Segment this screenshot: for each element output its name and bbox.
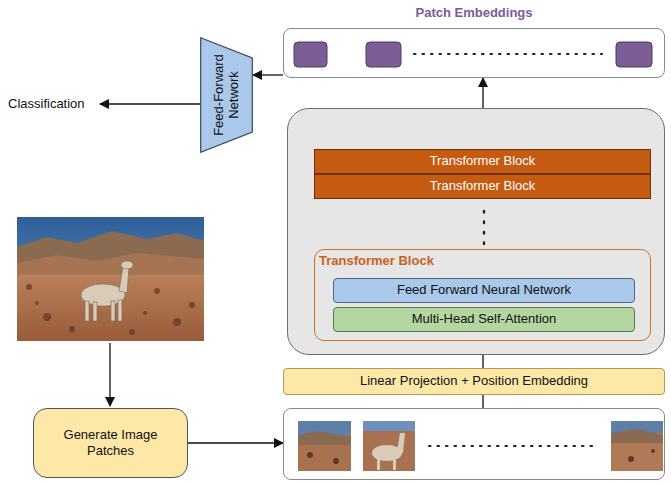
connector bbox=[253, 74, 283, 75]
connector bbox=[482, 395, 483, 408]
output-label: Classification bbox=[8, 96, 85, 111]
transformer-block: Transformer Block bbox=[314, 174, 651, 199]
encoder-container: Transformer BlockTransformer BlockTransf… bbox=[287, 108, 665, 355]
node-text: Multi-Head Self-Attention bbox=[412, 311, 557, 327]
process-box: Generate Image Patches bbox=[33, 408, 188, 478]
embedding-box: Patch Embeddings bbox=[283, 28, 665, 78]
node-text: Linear Projection + Position Embedding bbox=[360, 373, 588, 389]
connector bbox=[482, 355, 483, 368]
node-text: Transformer Block bbox=[430, 178, 536, 194]
connector bbox=[188, 442, 283, 443]
input-arrow bbox=[109, 343, 110, 406]
transformer-block-detail: Transformer BlockFeed Forward Neural Net… bbox=[314, 249, 651, 341]
image-patches bbox=[284, 409, 666, 481]
output-arrow bbox=[100, 103, 200, 104]
node-text: Patch Embeddings bbox=[284, 5, 664, 20]
attention-layer: Multi-Head Self-Attention bbox=[333, 307, 635, 332]
node-text: Generate Image Patches bbox=[40, 427, 181, 460]
embedding-squares bbox=[284, 29, 666, 79]
node-text: Feed-Forward Network bbox=[212, 47, 242, 143]
ffn-layer: Feed Forward Neural Network bbox=[333, 278, 635, 303]
node-text: Transformer Block bbox=[319, 253, 434, 268]
projection-band: Linear Projection + Position Embedding bbox=[283, 368, 665, 395]
ffn-trapezoid: Feed-Forward Network bbox=[200, 37, 253, 153]
patch-strip bbox=[283, 408, 665, 480]
connector bbox=[482, 78, 483, 108]
node-text: Feed Forward Neural Network bbox=[397, 282, 571, 298]
llama-photo bbox=[17, 217, 204, 341]
transformer-block: Transformer Block bbox=[314, 149, 651, 174]
node-text: Transformer Block bbox=[430, 153, 536, 169]
